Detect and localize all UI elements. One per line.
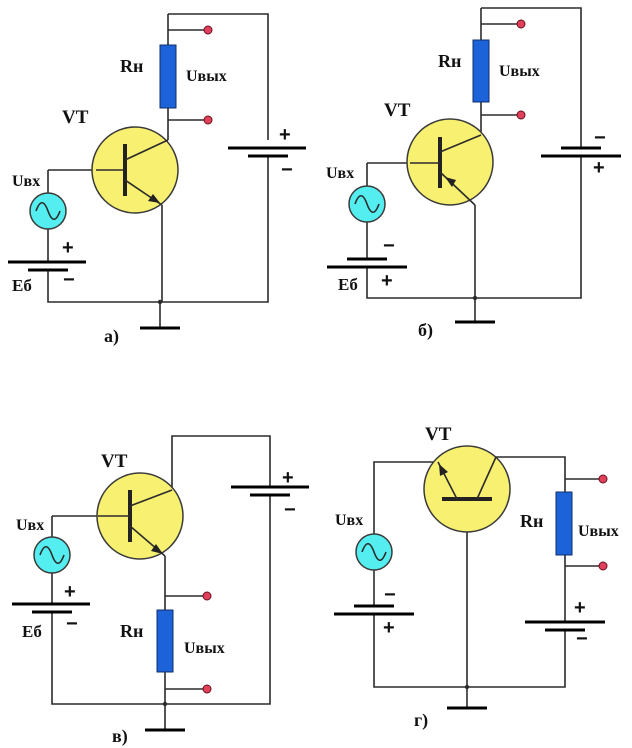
output-terminal[interactable]: [516, 110, 526, 120]
label-rn: Rн: [120, 621, 143, 641]
load-resistor: [472, 39, 490, 103]
circuit-a: VT Rн Uвых Uвх Eб + − + − а): [8, 13, 306, 347]
collector-lead: [124, 139, 169, 161]
circuit-b: VT Rн Uвых Uвх Eб − + − + б): [326, 7, 621, 341]
label-rn: Rн: [120, 56, 143, 76]
minus-sign: −: [284, 499, 296, 521]
sine-icon: [354, 194, 380, 214]
plus-sign: +: [62, 237, 74, 259]
circuit-d: VT Rн Uвых Uвх − + + − г): [334, 424, 619, 731]
minus-sign: −: [576, 628, 588, 650]
panel-label-a: а): [104, 326, 119, 347]
plus-sign: +: [593, 157, 605, 179]
label-eb: Eб: [22, 622, 42, 641]
emitter-arrow: [151, 544, 163, 554]
panel-label-d: г): [414, 710, 428, 731]
label-uin: Uвх: [12, 173, 40, 190]
plus-sign: +: [282, 467, 294, 489]
label-uin: Uвх: [16, 517, 44, 534]
load-resistor: [555, 491, 573, 556]
plus-sign: +: [574, 597, 586, 619]
label-rn: Rн: [520, 511, 543, 531]
sine-icon: [39, 545, 65, 565]
label-vt: VT: [62, 107, 89, 128]
node-dot: [157, 299, 163, 305]
label-eb: Eб: [12, 276, 32, 295]
load-resistor: [156, 609, 174, 673]
wire: [481, 7, 582, 148]
output-terminal[interactable]: [598, 474, 608, 484]
minus-sign: −: [383, 235, 395, 257]
wire: [373, 461, 438, 534]
sine-icon: [361, 542, 387, 562]
plus-sign: +: [279, 124, 291, 146]
node-dot: [162, 701, 168, 707]
collector-lead: [439, 134, 482, 153]
plus-sign: +: [381, 270, 393, 292]
output-terminal[interactable]: [202, 684, 212, 694]
node-dot: [472, 295, 478, 301]
output-terminal[interactable]: [203, 25, 213, 35]
transistor-vt: [91, 126, 179, 214]
plus-sign: +: [383, 617, 395, 639]
output-terminal[interactable]: [598, 561, 608, 571]
wire: [168, 13, 269, 140]
minus-sign: −: [281, 159, 293, 181]
label-uout: Uвых: [578, 523, 619, 540]
emitter-arrow: [148, 194, 160, 203]
emitter-arrow: [445, 177, 456, 187]
node-dot: [464, 684, 470, 690]
label-vt: VT: [384, 100, 411, 121]
wire: [171, 435, 271, 490]
wire: [496, 456, 566, 492]
wire: [51, 495, 271, 705]
minus-sign: −: [384, 584, 396, 606]
circuit-c: VT Rн Uвых Uвх Eб + − + − в): [12, 435, 309, 747]
collector-lead: [129, 489, 173, 507]
label-rn: Rн: [438, 51, 461, 71]
emitter-arrow: [439, 464, 448, 476]
panel-label-b: б): [418, 320, 433, 341]
label-uin: Uвх: [326, 165, 354, 182]
minus-sign: −: [63, 269, 75, 291]
sine-icon: [35, 201, 61, 221]
label-uin: Uвх: [335, 512, 363, 529]
label-uout: Uвых: [186, 68, 227, 85]
label-uout: Uвых: [499, 63, 540, 80]
output-terminal[interactable]: [516, 19, 526, 29]
plus-sign: +: [64, 581, 76, 603]
collector-lead: [476, 456, 497, 500]
label-vt: VT: [101, 451, 128, 472]
transistor-vt: [406, 118, 494, 206]
load-resistor: [159, 44, 177, 109]
panel-label-c: в): [112, 726, 128, 747]
transistor-vt: [423, 445, 511, 533]
wire: [373, 614, 566, 688]
label-vt: VT: [425, 424, 452, 445]
minus-sign: −: [594, 127, 606, 149]
minus-sign: −: [66, 613, 78, 635]
output-terminal[interactable]: [202, 591, 212, 601]
output-terminal[interactable]: [203, 115, 213, 125]
label-uout: Uвых: [184, 640, 225, 657]
label-eb: Eб: [338, 275, 358, 294]
